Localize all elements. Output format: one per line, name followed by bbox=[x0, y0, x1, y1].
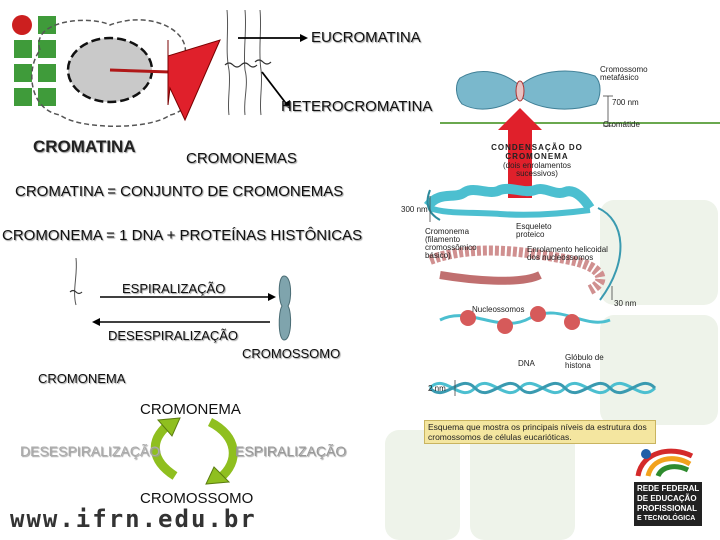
cromonemas-label: CROMONEMAS bbox=[186, 150, 297, 167]
cell-diagram bbox=[31, 19, 221, 127]
figure-dna: DNA bbox=[518, 359, 535, 368]
figure-700nm: 700 nm bbox=[612, 98, 639, 107]
figure-2nm: 2 nm bbox=[428, 384, 446, 393]
definition-dna: CROMONEMA = 1 DNA + PROTEÍNAS HISTÔNICAS bbox=[2, 227, 363, 244]
logo-line: DE EDUCAÇÃO bbox=[637, 494, 697, 503]
background-panel bbox=[385, 430, 460, 540]
figure-enrolamento: Enrolamento helicoidal dos nucleossomos bbox=[527, 245, 608, 262]
logo-line: REDE FEDERAL bbox=[637, 484, 700, 493]
figure-condensacao: CONDENSAÇÃO DO CROMONEMA bbox=[491, 143, 583, 161]
figure-300nm: 300 nm bbox=[401, 205, 428, 214]
figure-cromonema-filamento: Cromonema (filamento cromossômico básico… bbox=[425, 227, 477, 260]
figure-globulo: Glóbulo de histona bbox=[565, 353, 604, 370]
definition-conjunto: CROMATINA = CONJUNTO DE CROMONEMAS bbox=[15, 183, 344, 200]
cromonema-label: CROMONEMA bbox=[38, 371, 126, 386]
cycle-cromossomo: CROMOSSOMO bbox=[140, 490, 254, 507]
website-url: www.ifrn.edu.br bbox=[10, 505, 257, 533]
chromatin-threads-icon bbox=[224, 9, 272, 116]
ifrn-logo-icon bbox=[12, 15, 56, 106]
rede-federal-logo-icon bbox=[635, 448, 694, 478]
header-rule bbox=[440, 122, 720, 124]
background-panel bbox=[600, 315, 718, 425]
logo-line: PROFISSIONAL bbox=[637, 504, 698, 513]
cycle-desespiralizacao: DESESPIRALIZAÇÃO bbox=[20, 443, 161, 459]
figure-cromatide: Cromátide bbox=[603, 120, 640, 129]
figure-30nm: 30 nm bbox=[614, 299, 637, 308]
cycle-espiralizacao: ESPIRALIZAÇÃO bbox=[235, 443, 347, 459]
cromossomo-label: CROMOSSOMO bbox=[242, 346, 341, 361]
figure-nucleossomos: Nucleossomos bbox=[472, 305, 525, 314]
logo-line: E TECNOLÓGICA bbox=[637, 515, 696, 522]
cromatina-label: CROMATINA bbox=[33, 137, 136, 156]
background-panel bbox=[470, 430, 575, 540]
eucromatina-label: EUCROMATINA bbox=[311, 29, 421, 46]
rede-federal-logo-text: REDE FEDERAL DE EDUCAÇÃO PROFISSIONAL E … bbox=[634, 482, 702, 526]
figure-cromossomo-metafasico: Cromossomo metafásico bbox=[600, 66, 648, 82]
figure-esqueleto: Esqueleto proteico bbox=[516, 222, 552, 239]
figure-condensacao-sub: (dois enrolamentos sucessivos) bbox=[502, 161, 572, 178]
espiralizacao-label: ESPIRALIZAÇÃO bbox=[122, 281, 226, 296]
cycle-cromonema: CROMONEMA bbox=[140, 401, 241, 418]
heterocromatina-label: HETEROCROMATINA bbox=[281, 98, 433, 115]
desespiralizacao-label: DESESPIRALIZAÇÃO bbox=[108, 328, 239, 343]
figure-caption: Esquema que mostra os principais níveis … bbox=[424, 420, 656, 444]
